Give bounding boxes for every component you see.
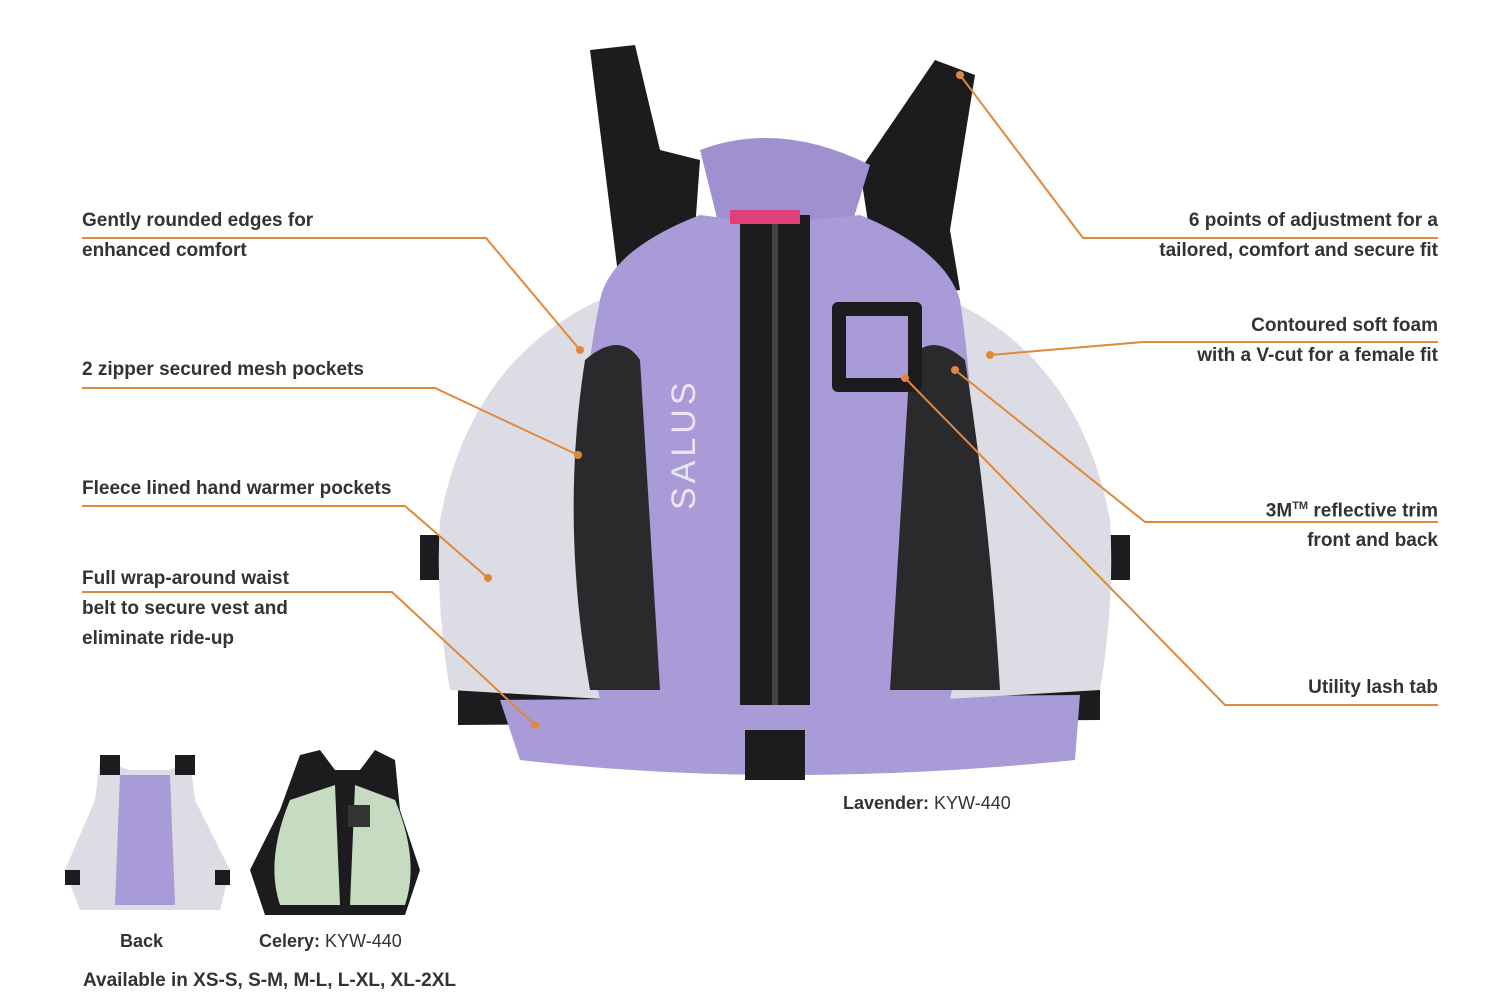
leader-line [82, 237, 581, 351]
callout-mesh-pockets: 2 zipper secured mesh pockets [82, 355, 364, 385]
callout-line: Full wrap-around waist [82, 568, 289, 589]
callout-line: 3MTM reflective trim [1266, 491, 1438, 526]
leader-line [954, 369, 1438, 523]
celery-vest-thumbnail [250, 750, 420, 915]
callout-line: front and back [1307, 530, 1438, 552]
color-label: Celery: [259, 931, 321, 951]
callout-line: with a V-cut for a female fit [1197, 345, 1438, 366]
callout-text: 3M [1265, 500, 1293, 522]
callout-hand-warmer: Fleece lined hand warmer pockets [82, 474, 391, 504]
main-caption: Lavender: KYW-440 [843, 793, 1011, 814]
leader-line [82, 387, 579, 456]
back-vest-thumbnail [65, 755, 230, 910]
model-number: KYW-440 [934, 793, 1011, 813]
callout-line: tailored, comfort and secure fit [1159, 240, 1438, 261]
callout-line: Utility lash tab [1308, 677, 1438, 698]
color-label: Lavender: [843, 793, 930, 813]
callout-lash-tab: Utility lash tab [1308, 673, 1438, 703]
callout-waist-belt: Full wrap-around waist belt to secure ve… [82, 564, 289, 654]
callout-line: Fleece lined hand warmer pockets [82, 478, 392, 499]
callout-line: 6 points of adjustment for a [1188, 210, 1438, 231]
leader-line [989, 341, 1438, 356]
callout-text: reflective trim [1308, 500, 1438, 522]
callout-line: enhanced comfort [82, 240, 247, 261]
salus-logo: SALUS [665, 379, 703, 511]
callout-line: belt to secure vest and [82, 598, 288, 619]
callout-line: Gently rounded edges for [82, 210, 314, 231]
leader-line [904, 377, 1438, 706]
back-caption: Back [120, 931, 164, 951]
callout-line: 2 zipper secured mesh pockets [82, 359, 364, 380]
leader-line [82, 591, 536, 726]
leader-dots [484, 71, 994, 729]
trademark: TM [1292, 500, 1309, 512]
leader-lines [82, 74, 1438, 726]
celery-caption: Celery: KYW-440 [259, 931, 402, 952]
leader-line [959, 74, 1438, 239]
sizes-available: Available in XS-S, S-M, M-L, L-XL, XL-2X… [83, 970, 456, 991]
callout-reflective-trim: 3MTM reflective trim front and back [1266, 491, 1438, 556]
callout-adjustment: 6 points of adjustment for a tailored, c… [1159, 206, 1438, 266]
main-vest-image: SALUS [420, 45, 1130, 780]
callout-line: eliminate ride-up [82, 628, 235, 649]
model-number: KYW-440 [325, 931, 402, 951]
callout-rounded-edges: Gently rounded edges for enhanced comfor… [82, 206, 313, 266]
callout-line: Contoured soft foam [1251, 315, 1438, 336]
callout-soft-foam: Contoured soft foam with a V-cut for a f… [1197, 311, 1438, 371]
leader-line [82, 505, 489, 579]
